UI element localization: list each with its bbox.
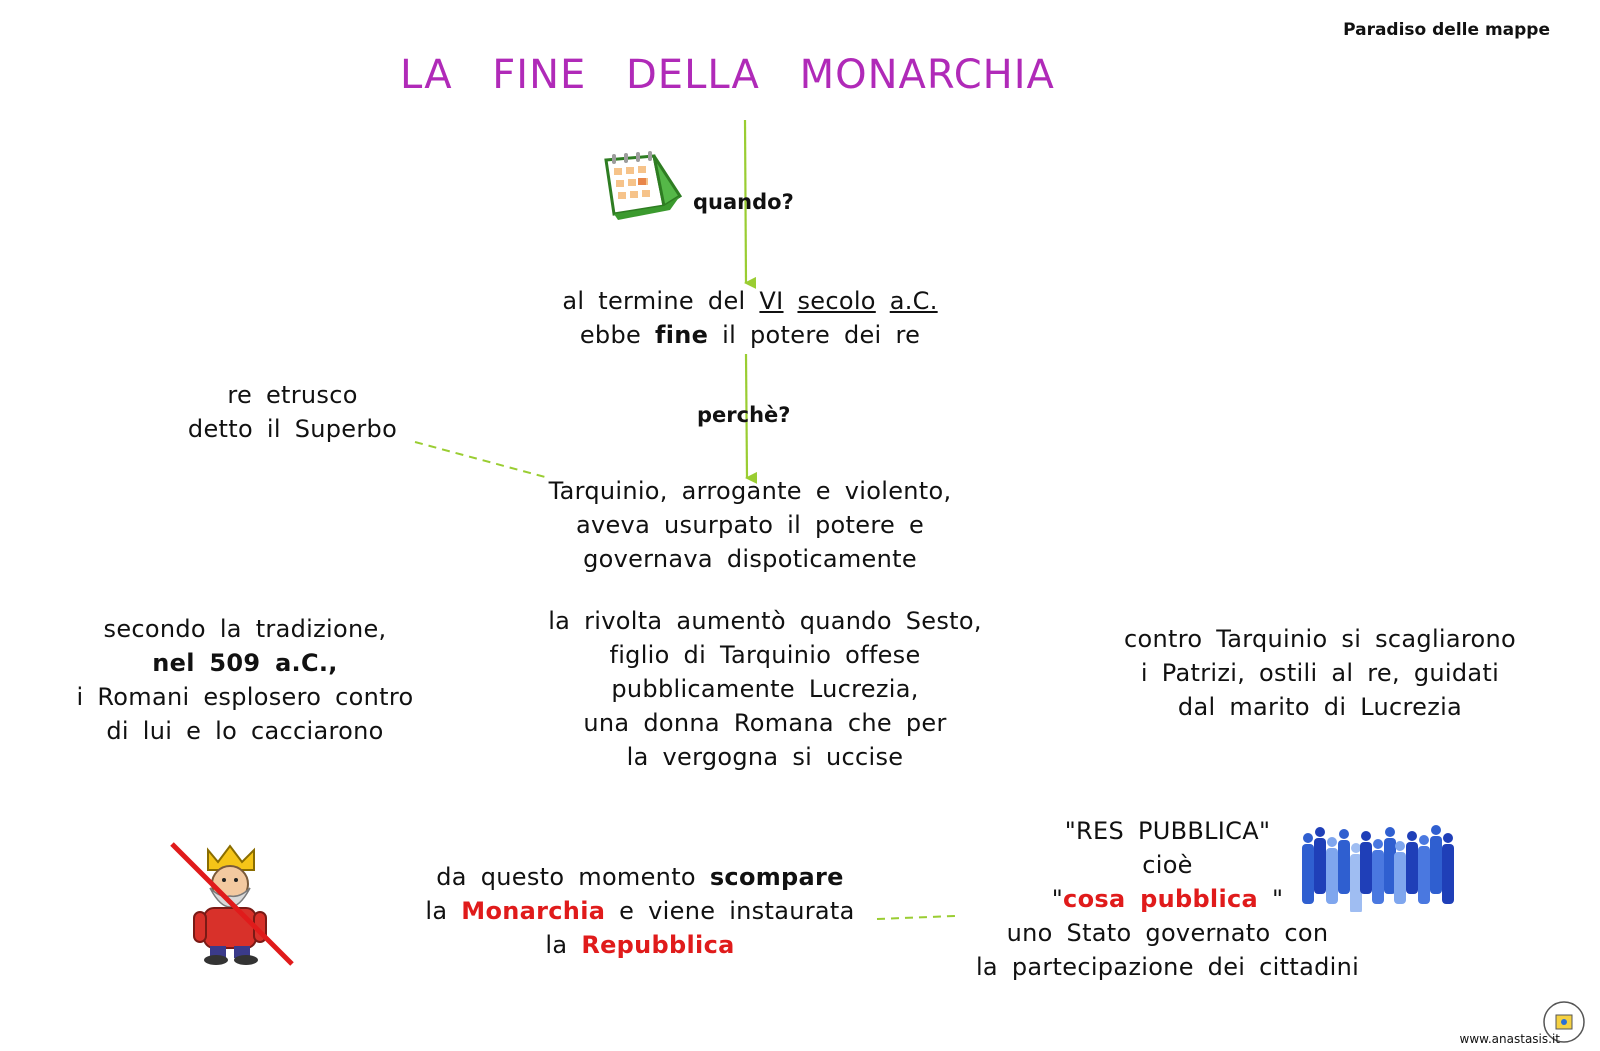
node-res-publica: "RES PUBBLICA" cioè "cosa pubblica " uno…: [940, 814, 1395, 984]
respublica-cosa-pubblica: cosa pubblica: [1063, 885, 1258, 913]
date-fine: fine: [654, 321, 709, 349]
person-silhouette: [1314, 827, 1326, 894]
tradition-line-1: secondo la tradizione,: [103, 615, 387, 643]
respublica-line-1: "RES PUBBLICA": [1064, 817, 1271, 845]
republic-text-2a: la: [425, 897, 448, 925]
node-republic: da questo momento scompare la Monarchia …: [395, 860, 885, 962]
supermappe-stamp-icon: [1542, 1000, 1586, 1048]
tradition-line-3: i Romani esplosero contro: [76, 683, 414, 711]
date-text: al termine del: [562, 287, 746, 315]
republic-text-1a: da questo momento: [436, 863, 696, 891]
person-silhouette: [1442, 833, 1454, 904]
crossed-king-icon: [170, 840, 300, 974]
node-patricians: contro Tarquinio si scagliarono i Patriz…: [1080, 622, 1560, 724]
date-text-2b: il potere dei re: [722, 321, 921, 349]
person-silhouette: [1384, 827, 1396, 894]
person-silhouette: [1418, 835, 1430, 904]
person-silhouette: [1338, 829, 1350, 894]
patricians-line-2: i Patrizi, ostili al re, guidati: [1140, 659, 1500, 687]
node-date: al termine del VI secolo a.C. ebbe fine …: [500, 284, 1000, 352]
republic-repubblica: Repubblica: [581, 931, 735, 959]
tarquinio-line-1: Tarquinio, arrogante e violento,: [548, 477, 952, 505]
revolt-line-5: la vergogna si uccise: [626, 743, 904, 771]
republic-text-2b: e viene instaurata: [619, 897, 855, 925]
date-secolo: secolo: [797, 287, 876, 315]
footer-site: www.anastasis.it: [1459, 1032, 1560, 1046]
person-silhouette: [1360, 831, 1372, 894]
node-revolt: la rivolta aumentò quando Sesto, figlio …: [495, 604, 1035, 774]
revolt-line-3: pubblicamente Lucrezia,: [611, 675, 919, 703]
person-silhouette: [1406, 831, 1418, 894]
date-era: a.C.: [889, 287, 938, 315]
revolt-line-2: figlio di Tarquinio offese: [609, 641, 921, 669]
tarquinio-line-3: governava dispoticamente: [583, 545, 917, 573]
arrow-title-to-date: [743, 119, 757, 289]
respublica-quote-close: ": [1271, 885, 1284, 913]
tradition-date: nel 509 a.C.,: [152, 649, 338, 677]
date-century: VI: [759, 287, 784, 315]
person-silhouette: [1326, 837, 1338, 904]
revolt-line-1: la rivolta aumentò quando Sesto,: [548, 607, 982, 635]
etruscan-line-1: re etrusco: [227, 381, 358, 409]
node-tarquinio: Tarquinio, arrogante e violento, aveva u…: [490, 474, 1010, 576]
republic-scompare: scompare: [709, 863, 844, 891]
arrow-date-to-tarquinio: [744, 353, 758, 484]
edge-label-when: quando?: [693, 190, 794, 214]
date-text-2a: ebbe: [579, 321, 642, 349]
person-silhouette: [1372, 839, 1384, 904]
person-silhouette: [1430, 825, 1442, 894]
respublica-line-2: cioè: [1142, 851, 1193, 879]
node-tradition: secondo la tradizione, nel 509 a.C., i R…: [30, 612, 460, 748]
respublica-line-4: uno Stato governato con: [1006, 919, 1329, 947]
patricians-line-1: contro Tarquinio si scagliarono: [1124, 625, 1516, 653]
node-etruscan-king: re etrusco detto il Superbo: [160, 378, 425, 446]
tradition-line-4: di lui e lo cacciarono: [106, 717, 384, 745]
revolt-line-4: una donna Romana che per: [583, 709, 947, 737]
republic-text-3a: la: [545, 931, 568, 959]
respublica-quote-open: ": [1051, 885, 1064, 913]
edge-label-why: perchè?: [697, 403, 791, 427]
respublica-line-5: la partecipazione dei cittadini: [975, 953, 1360, 981]
republic-monarchia: Monarchia: [461, 897, 606, 925]
people-crowd-icon: [1300, 822, 1460, 916]
dashed-link-etruscan: [414, 441, 546, 478]
person-silhouette: [1350, 843, 1362, 914]
tarquinio-line-2: aveva usurpato il potere e: [575, 511, 925, 539]
brand-label: Paradiso delle mappe: [1343, 20, 1550, 40]
page-title: LA FINE DELLA MONARCHIA: [400, 52, 1055, 98]
person-silhouette: [1302, 833, 1314, 904]
person-silhouette: [1394, 841, 1406, 904]
patricians-line-3: dal marito di Lucrezia: [1177, 693, 1463, 721]
calendar-icon: [600, 150, 683, 226]
etruscan-line-2: detto il Superbo: [187, 415, 398, 443]
